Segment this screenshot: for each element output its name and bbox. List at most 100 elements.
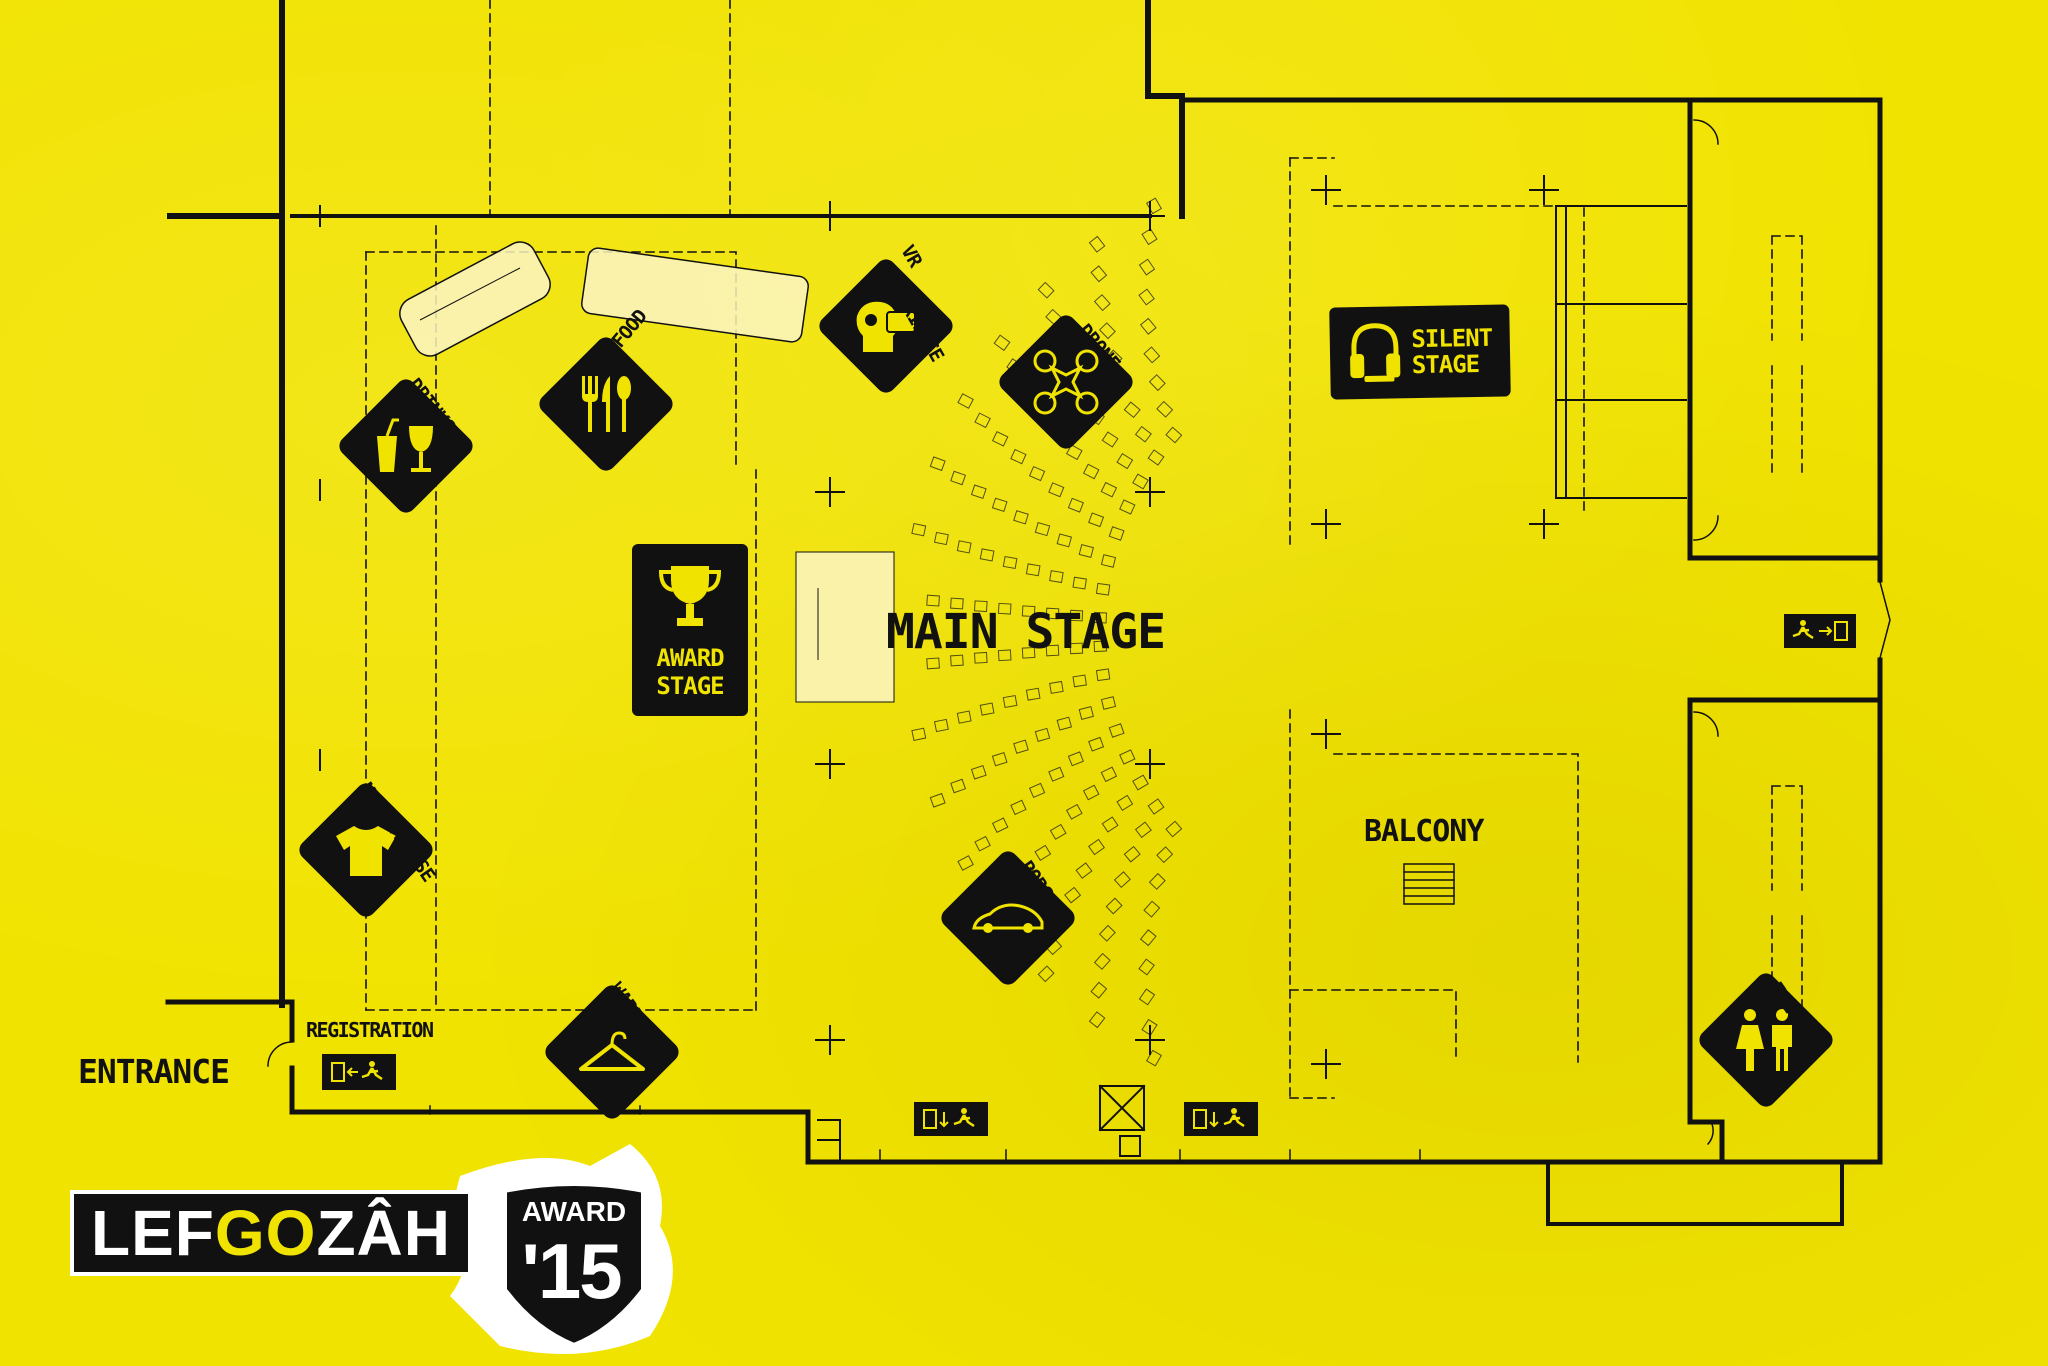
audience-seat: [933, 718, 949, 733]
audience-seat: [1100, 766, 1118, 783]
award-stage-panel[interactable]: AWARD STAGE: [632, 544, 748, 716]
drone-zone-badge[interactable]: [995, 311, 1137, 453]
shield-year-text: '15: [521, 1227, 622, 1315]
audience-seat: [1139, 929, 1157, 947]
audience-seat: [1105, 897, 1123, 915]
audience-seat: [950, 470, 967, 486]
audience-seat: [1148, 872, 1166, 890]
merchandise-zone-badge[interactable]: [295, 779, 437, 921]
audience-seat: [1138, 258, 1156, 276]
audience-seat: [911, 522, 927, 537]
audience-seat: [1021, 646, 1036, 659]
drink-cup-wine-glass-icon: [377, 418, 433, 472]
vr-experience-zone-badge[interactable]: [815, 255, 957, 397]
audience-seat: [1088, 235, 1106, 253]
audience-seat: [1037, 281, 1055, 299]
audience-seat: [1049, 680, 1064, 694]
exit-sign-entrance: [322, 1054, 396, 1090]
vr-headset-icon: [856, 301, 916, 352]
audience-seat: [1049, 823, 1067, 840]
audience-seat: [1072, 674, 1087, 688]
audience-seat: [1088, 736, 1105, 752]
silent-stage-line2: STAGE: [1411, 349, 1480, 380]
wardrobe-zone-badge[interactable]: [541, 981, 683, 1123]
audience-seat: [1095, 668, 1111, 682]
audience-seat: [1141, 1018, 1158, 1036]
audience-seat: [1034, 522, 1051, 537]
audience-seat: [1025, 563, 1041, 577]
audience-seat: [1147, 449, 1165, 466]
audience-seat: [1034, 727, 1051, 742]
woman-man-icon: [1736, 1009, 1792, 1071]
award-shield-badge: [501, 1180, 647, 1350]
audience-seat: [1141, 228, 1158, 246]
audience-seat: [1069, 609, 1084, 622]
drinks-zone-badge[interactable]: [335, 375, 477, 517]
audience-seat: [1132, 473, 1149, 490]
audience-seat: [1034, 844, 1052, 861]
audience-seat: [911, 727, 927, 742]
audience-seat: [1049, 570, 1064, 584]
audience-seat: [1165, 820, 1183, 838]
audience-seat: [997, 649, 1012, 662]
silent-stage-panel[interactable]: SILENT STAGE: [1329, 304, 1511, 400]
audience-seat: [957, 393, 974, 409]
audience-seat: [1010, 448, 1027, 465]
audience-seat: [1090, 265, 1108, 283]
audience-seat: [1021, 605, 1036, 618]
audience-seat: [1116, 453, 1134, 470]
audience-seat: [1113, 871, 1131, 889]
food-zone-badge[interactable]: [535, 333, 677, 475]
audience-seat: [1013, 510, 1029, 525]
audience-seat: [1069, 642, 1084, 655]
audience-seat: [1145, 1049, 1163, 1067]
audience-seat: [1028, 782, 1046, 799]
audience-seat: [973, 600, 988, 613]
audience-seat: [1101, 431, 1119, 448]
audience-seat: [1138, 958, 1155, 976]
audience-seat: [1093, 952, 1111, 970]
audience-seat: [973, 651, 988, 664]
audience-seat: [950, 778, 967, 794]
audience-seat: [1100, 696, 1117, 710]
audience-seat: [1100, 481, 1118, 498]
headphones-icon: [1349, 323, 1401, 382]
audience-seat: [1123, 401, 1141, 419]
audience-seat: [957, 855, 974, 871]
audience-seat: [1045, 644, 1060, 657]
shield-award-text: AWARD: [521, 1196, 627, 1227]
audience-seat: [1108, 723, 1125, 738]
audience-seat: [950, 597, 964, 610]
audience-seat: [1002, 694, 1018, 709]
audience-seat: [1088, 1011, 1106, 1029]
audience-seat: [1078, 544, 1094, 558]
registration-label: REGISTRATION: [306, 1018, 434, 1042]
audience-seat: [1119, 499, 1136, 515]
audience-seat: [1064, 886, 1082, 904]
audience-seat: [1134, 821, 1152, 839]
toilets-zone-badge[interactable]: [1695, 969, 1837, 1111]
audience-seat: [979, 702, 995, 716]
porsche-zone-badge[interactable]: [937, 847, 1079, 989]
audience-seat: [991, 817, 1009, 833]
audience-seat: [1165, 426, 1183, 444]
audience-seat: [1045, 607, 1060, 620]
audience-seat: [974, 835, 991, 852]
audience-seat: [1075, 862, 1093, 879]
t-shirt-icon: [336, 826, 396, 876]
audience-seat: [1082, 784, 1100, 801]
award-stage-line1: AWARD: [656, 644, 724, 672]
main-stage-label: MAIN STAGE: [886, 604, 1166, 660]
audience-seat: [1132, 774, 1149, 791]
audience-seat: [1119, 749, 1136, 765]
audience-seat: [1156, 846, 1174, 864]
trophy-icon: [658, 566, 722, 626]
audience-seat: [974, 412, 991, 429]
audience-seat: [1095, 582, 1111, 596]
audience-seat: [1090, 981, 1108, 999]
audience-seat: [933, 531, 949, 546]
audience-seat: [950, 654, 964, 667]
audience-seat: [1067, 497, 1084, 513]
